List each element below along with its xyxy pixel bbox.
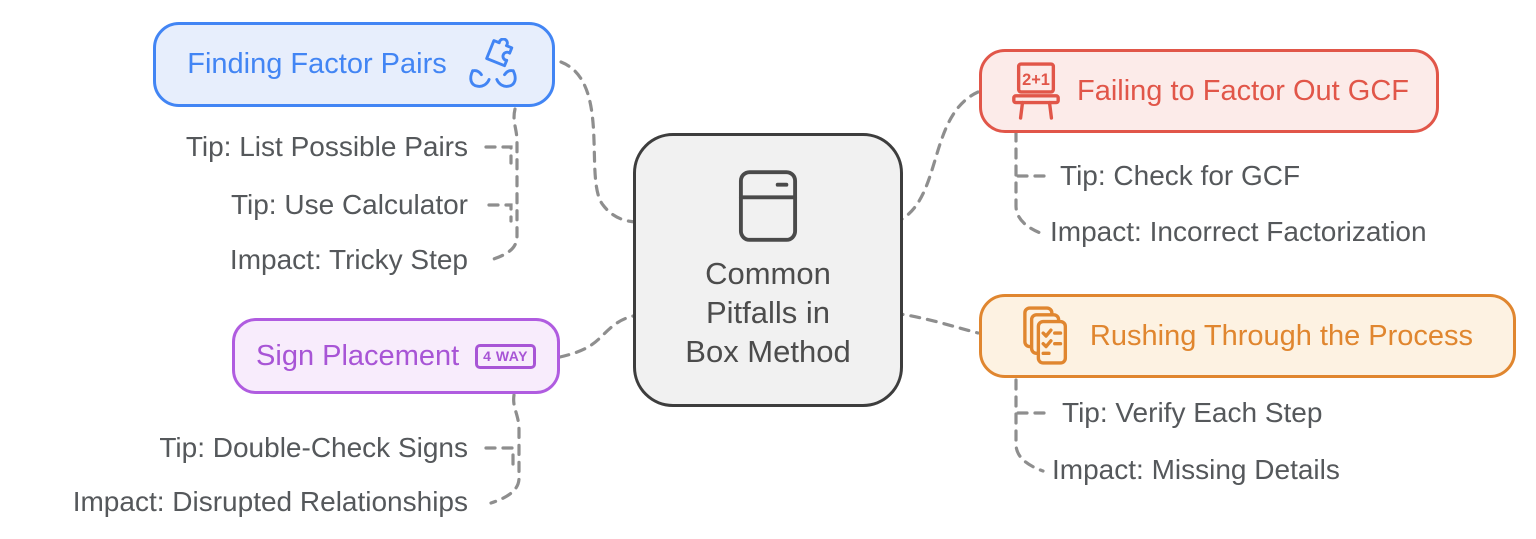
sub-item: Impact: Tricky Step	[229, 244, 468, 275]
branch-label: Failing to Factor Out GCF	[1077, 74, 1409, 107]
branch-node-failing-to-factor-out-gcf[interactable]: 2+1 Failing to Factor Out GCF	[979, 49, 1439, 133]
connector-purple-tip1	[484, 446, 515, 466]
branch-label: Rushing Through the Process	[1089, 319, 1474, 352]
sub-item: Impact: Disrupted Relationships	[72, 486, 468, 517]
branch-label: Sign Placement	[256, 339, 460, 372]
connector-center-to-orange	[892, 311, 980, 335]
hands-holding-puzzle-icon	[469, 37, 517, 88]
branch-node-finding-factor-pairs[interactable]: Finding Factor Pairs	[153, 22, 555, 107]
sub-item: Tip: Use Calculator	[230, 189, 468, 220]
connector-orange-subtree	[1014, 378, 1045, 473]
connector-blue-subtree	[489, 107, 519, 262]
connector-blue-tip2	[487, 203, 513, 223]
connector-blue-tip1	[484, 145, 513, 165]
box-icon	[738, 170, 798, 242]
branch-node-sign-placement[interactable]: Sign Placement 4 WAY	[232, 318, 560, 394]
checklist-stack-icon	[1023, 306, 1067, 365]
svg-text:2+1: 2+1	[1022, 71, 1050, 89]
connector-red-subtree	[1014, 130, 1045, 236]
central-title-line: Box Method	[685, 334, 851, 369]
sub-item: Tip: Verify Each Step	[1062, 397, 1323, 428]
sub-item: Impact: Incorrect Factorization	[1050, 216, 1427, 247]
connector-center-to-red	[892, 90, 980, 225]
central-node-title: Common Pitfalls in Box Method	[685, 254, 850, 371]
sub-item: Tip: Check for GCF	[1060, 160, 1301, 191]
sub-item: Tip: Double-Check Signs	[159, 432, 468, 463]
connector-blue-to-center	[559, 60, 641, 224]
sub-item: Impact: Missing Details	[1052, 454, 1340, 485]
connector-purple-to-center	[558, 313, 640, 359]
four-way-badge-icon: 4 WAY	[475, 343, 536, 369]
central-node[interactable]: Common Pitfalls in Box Method	[633, 133, 903, 407]
branch-node-rushing-through-the-process[interactable]: Rushing Through the Process	[979, 294, 1516, 378]
branch-label: Finding Factor Pairs	[187, 48, 447, 80]
blackboard-icon: 2+1	[1012, 62, 1060, 120]
sub-item: Tip: List Possible Pairs	[185, 131, 468, 162]
central-title-line: Pitfalls in	[705, 295, 831, 330]
central-title-line: Common	[705, 256, 831, 291]
connector-purple-subtree	[489, 393, 521, 505]
